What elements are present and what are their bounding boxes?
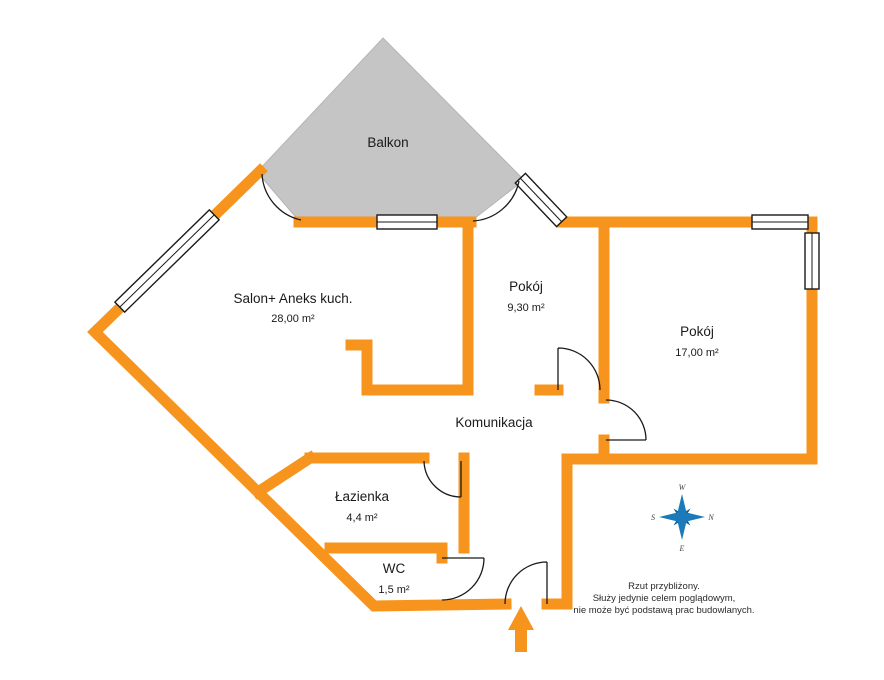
room930-area: 9,30 m² [507,302,545,314]
room930-label: Pokój [509,279,543,294]
bathroom-label: Łazienka [335,489,390,504]
room-labels: Salon+ Aneks kuch. 28,00 m² Pokój 9,30 m… [234,279,720,596]
room17-area: 17,00 m² [675,347,719,359]
wall-lower-left-diagonal [87,324,512,612]
hall-label: Komunikacja [455,415,533,430]
window-northwest [113,208,221,314]
entrance-arrow [508,606,534,652]
wc-area: 1,5 m² [378,584,410,596]
compass-west: W [679,483,687,492]
balcony-door-right-arc [472,180,520,222]
compass-cardinal-star [659,494,705,540]
bathroom-door [423,460,462,498]
compass-east: E [679,544,685,553]
disclaimer-line-2: Służy jedynie celem poglądowym, [593,593,736,604]
entrance-door [504,561,548,605]
window-balcony [376,214,438,230]
compass-north: N [707,513,714,522]
disclaimer-line-1: Rzut przybliżony. [628,581,700,592]
salon-area: 28,00 m² [271,313,315,325]
doors [261,173,647,605]
compass-south: S [651,513,655,522]
balcony-label: Balkon [367,135,408,150]
windows [113,172,820,314]
disclaimer: Rzut przybliżony. Służy jedynie celem po… [573,581,754,616]
balcony: Balkon [256,37,525,223]
wall-bathroom-diagonal [250,450,318,500]
disclaimer-line-3: nie może być podstawą prac budowlanych. [573,605,754,616]
room17-label: Pokój [680,324,714,339]
balcony-door-left-arc [261,173,302,221]
salon-label: Salon+ Aneks kuch. [234,291,353,306]
window-east-top [804,232,820,290]
walls [87,163,818,612]
wc-label: WC [383,561,406,576]
bathroom-area: 4,4 m² [346,512,378,524]
balcony-area [256,37,525,223]
wc-door [441,557,485,601]
room17-door [605,399,647,441]
room930-door [557,347,601,391]
window-northeast-diagonal [514,172,568,228]
compass-rose: W N S E [651,483,714,553]
window-north-right [751,214,809,230]
wall-kitchen [345,339,474,396]
